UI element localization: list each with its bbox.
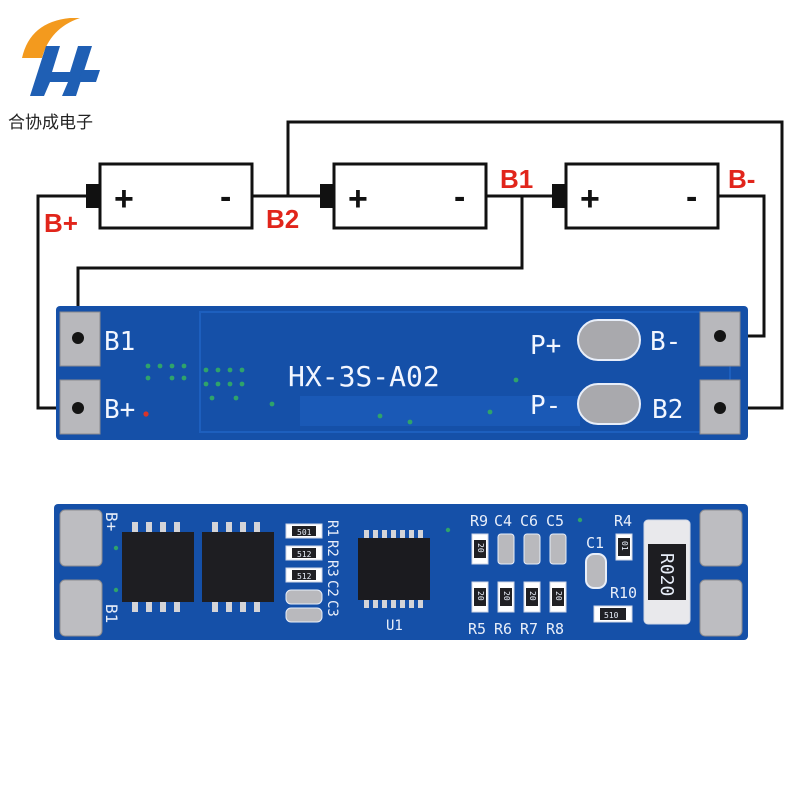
silk-u1: U1 [386,618,403,634]
svg-text:20: 20 [528,591,537,601]
pad-bottom-b-plus [59,509,103,567]
silk-r1: R1 [324,520,340,537]
pad-b-plus-solder-dot [72,402,84,414]
silk-r2: R2 [324,540,340,557]
pad-b2-solder-dot [714,402,726,414]
silk-r7: R7 [520,620,538,638]
pcb-bottom: B+ B1 501 512 [54,504,748,640]
wire-b2 [286,120,784,410]
cell-positive-sign: + [114,180,134,218]
ic-u1 [358,530,430,608]
mosfet-1 [122,522,194,612]
pcb-top: B1 B+ B- B2 HX-3S-A02 P+ P- [56,306,748,440]
capacitor-c4 [497,533,515,565]
svg-text:20: 20 [476,543,485,553]
resistor-r7: 20 [523,581,541,613]
silk-r1-right: R4 [614,512,632,530]
resistor-r4: 01 [615,533,633,561]
cell-positive-sign: + [580,180,600,218]
resistor-r6: 20 [497,581,515,613]
svg-text:20: 20 [554,591,563,601]
battery-cell-1: + - [86,162,254,230]
silk-b-minus: B- [650,327,681,357]
silk-bottom-b1: B1 [102,604,121,623]
cell-positive-sign: + [348,180,368,218]
mosfet-2 [202,522,274,612]
label-b1: B1 [500,164,533,194]
capacitor-c5 [549,533,567,565]
pad-bottom-b1 [59,579,103,637]
pcb-top-vias [145,363,519,425]
cell-terminal [320,184,334,208]
battery-cell-2: + - [320,162,488,230]
cell-negative-sign: - [220,178,231,216]
svg-text:01: 01 [620,541,629,551]
pad-b-minus-solder-dot [714,330,726,342]
pad-p-plus [577,319,641,361]
svg-text:R020: R020 [656,553,677,596]
silk-b-plus: B+ [104,395,135,425]
silk-r5: R5 [468,620,486,638]
silk-p-minus: P- [530,391,561,421]
label-b2: B2 [266,204,299,234]
silk-model: HX-3S-A02 [288,360,440,393]
pcb-top-inner-trace [199,311,731,433]
capacitor-c2 [285,589,323,605]
pcb-top-trace-band [300,396,580,426]
silk-c3: C3 [324,600,340,617]
silk-r9: R9 [470,512,488,530]
logo-accent-bar [78,70,100,82]
silk-c2: C2 [324,580,340,597]
silk-c6: C6 [520,512,538,530]
silk-b1: B1 [104,327,135,357]
svg-text:20: 20 [502,591,511,601]
silk-r3: R3 [324,560,340,577]
svg-text:20: 20 [476,591,485,601]
capacitor-c3 [285,607,323,623]
svg-text:512: 512 [297,550,312,559]
cell-body [332,162,488,230]
pad-bottom-right-upper [699,509,743,567]
silk-bottom-b-plus: B+ [102,512,121,531]
resistor-r10: 510 [593,605,633,623]
battery-cell-3: + - [552,162,720,230]
silk-r10: R10 [610,584,637,602]
cell-terminal [552,184,566,208]
resistor-r5: 20 [471,581,489,613]
cell-terminal [86,184,100,208]
pad-p-minus [577,383,641,425]
silk-r6: R6 [494,620,512,638]
silk-c1: C1 [586,534,604,552]
pcb-bottom-vias [113,517,583,593]
logo-orange-swoosh [22,18,80,58]
silk-c5: C5 [546,512,564,530]
logo-blue-mark [30,46,92,96]
logo-company-name: 合协成电子 [8,113,93,133]
silk-c4: C4 [494,512,512,530]
wire-b1 [76,196,524,338]
label-b-minus: B- [728,164,755,194]
resistor-r2: 512 [285,545,323,561]
shunt-resistor: R020 [643,519,691,625]
cell-negative-sign: - [454,178,465,216]
svg-text:510: 510 [604,611,619,620]
silk-p-plus: P+ [530,331,561,361]
capacitor-c1 [585,553,607,589]
svg-text:512: 512 [297,572,312,581]
silk-b2: B2 [652,395,683,425]
silk-r8: R8 [546,620,564,638]
company-logo: 合协成电子 [8,18,100,133]
capacitor-c6 [523,533,541,565]
resistor-r3: 512 [285,567,323,583]
label-b-plus: B+ [44,208,78,238]
resistor-r9: 20 [471,533,489,565]
resistor-r1: 501 [285,523,323,539]
pad-bottom-right-lower [699,579,743,637]
resistor-r8: 20 [549,581,567,613]
cell-negative-sign: - [686,178,697,216]
via-red-marker [143,411,149,417]
svg-text:501: 501 [297,528,312,537]
pad-b1-solder-dot [72,332,84,344]
